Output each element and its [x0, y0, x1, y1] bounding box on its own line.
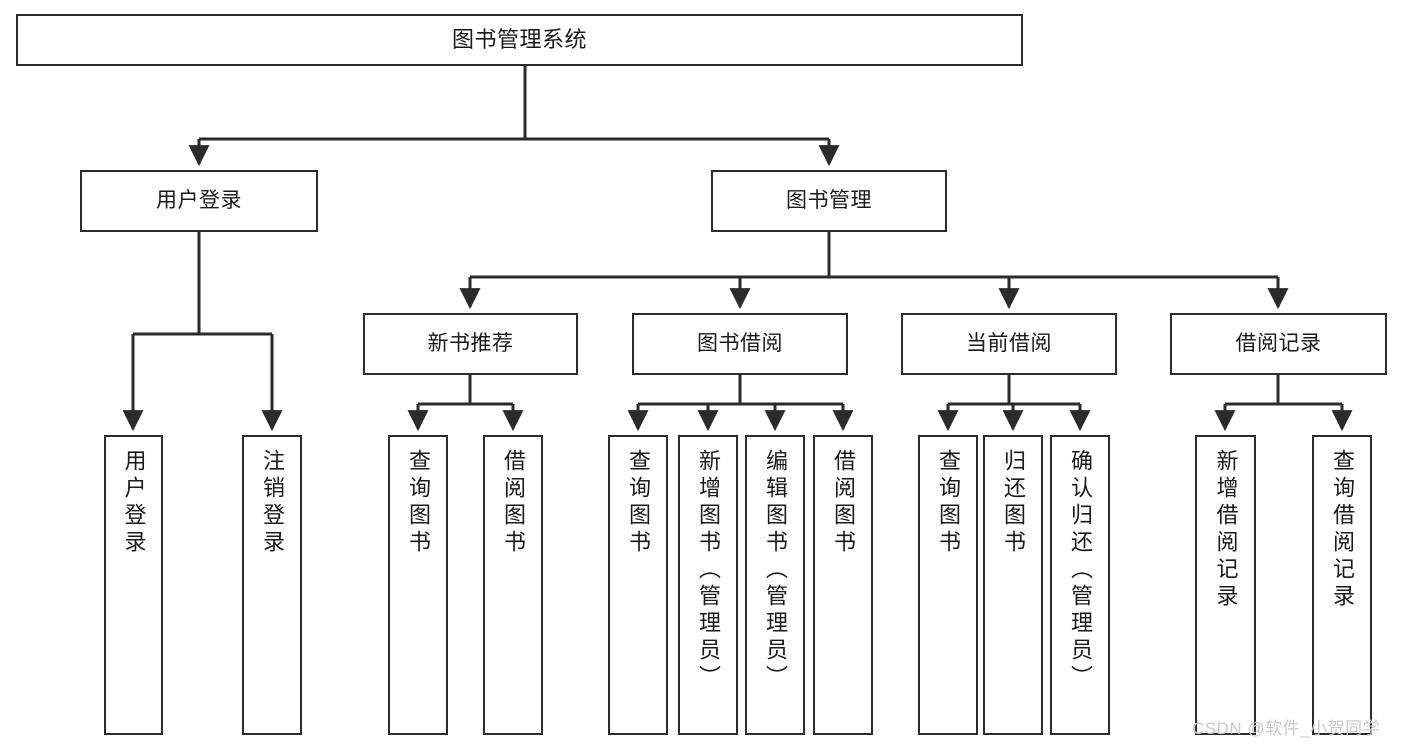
node-book-borrow[interactable]: 图书借阅 — [632, 313, 848, 375]
node-leaf-borrow-book-1[interactable]: 借阅图书 — [483, 435, 543, 735]
node-leaf-borrow-book-2-label: 借阅图书 — [831, 449, 856, 557]
node-leaf-add-book-label: 新增图书（管理员） — [696, 449, 721, 692]
node-leaf-user-logout[interactable]: 注销登录 — [242, 435, 302, 735]
node-borrow-record[interactable]: 借阅记录 — [1170, 313, 1387, 375]
node-current-borrow-label: 当前借阅 — [966, 331, 1052, 355]
node-leaf-query-record[interactable]: 查询借阅记录 — [1312, 435, 1372, 735]
node-borrow-record-label: 借阅记录 — [1235, 331, 1322, 355]
node-leaf-query-book-3[interactable]: 查询图书 — [918, 435, 978, 735]
node-leaf-edit-book[interactable]: 编辑图书（管理员） — [745, 435, 805, 735]
node-leaf-query-book-2[interactable]: 查询图书 — [608, 435, 668, 735]
node-leaf-add-record[interactable]: 新增借阅记录 — [1195, 435, 1256, 735]
node-leaf-query-book-1[interactable]: 查询图书 — [388, 435, 448, 735]
node-leaf-confirm-return-label: 确认归还（管理员） — [1068, 449, 1093, 692]
node-new-book-recommend-label: 新书推荐 — [427, 331, 514, 355]
node-leaf-user-login-label: 用户登录 — [121, 449, 147, 557]
node-leaf-user-login[interactable]: 用户登录 — [104, 435, 163, 735]
node-book-manage-label: 图书管理 — [786, 188, 872, 212]
node-leaf-query-book-2-label: 查询图书 — [626, 449, 651, 557]
node-leaf-add-record-label: 新增借阅记录 — [1213, 449, 1239, 611]
node-leaf-query-record-label: 查询借阅记录 — [1330, 449, 1355, 611]
watermark-text: CSDN @软件_小贺同学 — [1192, 719, 1381, 738]
node-leaf-borrow-book-1-label: 借阅图书 — [501, 449, 526, 557]
node-new-book-recommend[interactable]: 新书推荐 — [363, 313, 578, 375]
node-root[interactable]: 图书管理系统 — [16, 14, 1023, 66]
node-leaf-query-book-3-label: 查询图书 — [936, 449, 961, 557]
node-leaf-return-book-label: 归还图书 — [1001, 449, 1026, 557]
node-leaf-borrow-book-2[interactable]: 借阅图书 — [813, 435, 873, 735]
node-leaf-return-book[interactable]: 归还图书 — [983, 435, 1043, 735]
node-current-borrow[interactable]: 当前借阅 — [901, 313, 1117, 375]
node-book-borrow-label: 图书借阅 — [697, 331, 783, 355]
node-user-login-label: 用户登录 — [156, 188, 242, 212]
node-leaf-query-book-1-label: 查询图书 — [406, 449, 431, 557]
node-leaf-user-logout-label: 注销登录 — [260, 449, 285, 557]
node-leaf-add-book[interactable]: 新增图书（管理员） — [678, 435, 738, 735]
node-leaf-confirm-return[interactable]: 确认归还（管理员） — [1050, 435, 1110, 735]
node-root-label: 图书管理系统 — [451, 27, 587, 53]
node-user-login[interactable]: 用户登录 — [80, 170, 318, 232]
node-book-manage[interactable]: 图书管理 — [711, 170, 947, 232]
node-leaf-edit-book-label: 编辑图书（管理员） — [763, 449, 788, 692]
